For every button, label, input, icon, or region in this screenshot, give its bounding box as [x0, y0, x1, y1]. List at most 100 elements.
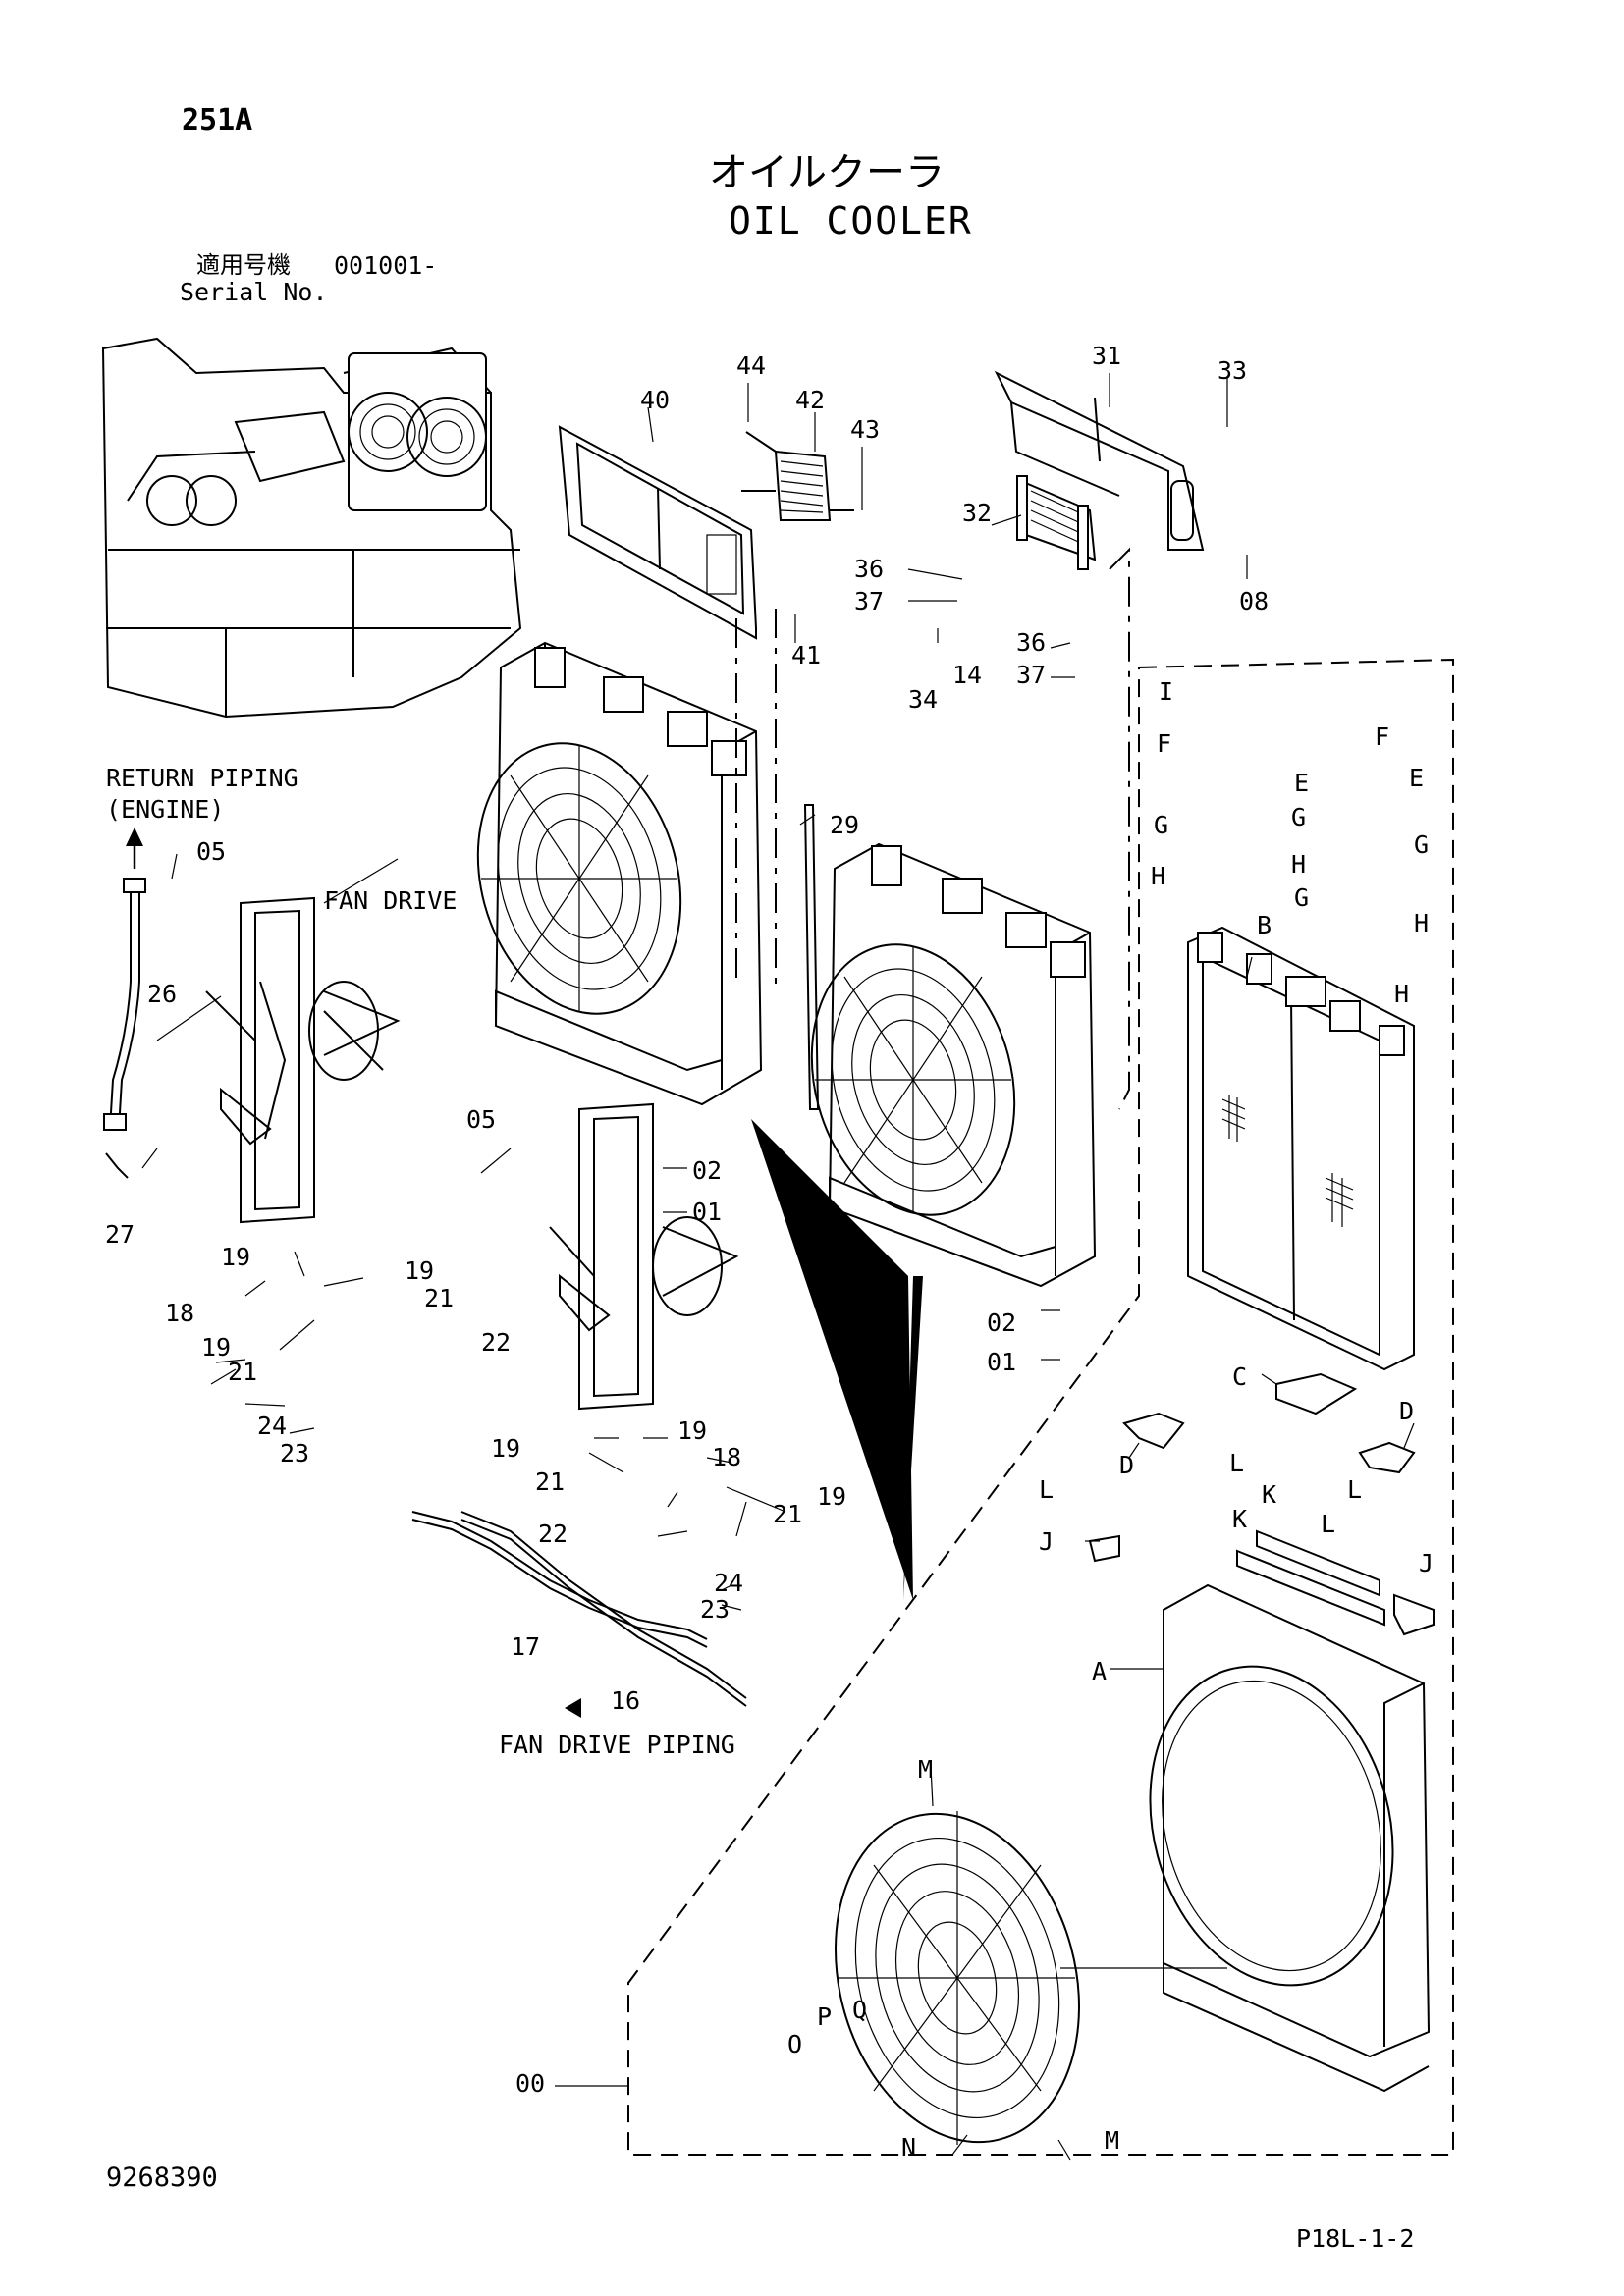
note-engine: (ENGINE): [106, 795, 225, 824]
callout-21c: 21: [535, 1468, 566, 1496]
cooler-core-B: [1187, 926, 1415, 1371]
callout-34: 34: [908, 685, 939, 714]
callout-23b: 23: [700, 1595, 731, 1624]
pointer-wedge-2: [903, 1276, 923, 1600]
callout-14: 14: [952, 661, 983, 689]
note-fan-drive: FAN DRIVE: [324, 886, 458, 915]
callout-A: A: [1092, 1657, 1108, 1685]
callout-18b: 18: [712, 1443, 742, 1471]
callout-H4: H: [1394, 980, 1410, 1008]
callout-19d: 19: [491, 1434, 521, 1463]
callout-K1: K: [1262, 1480, 1277, 1509]
callout-F1: F: [1157, 729, 1172, 758]
callout-33: 33: [1218, 356, 1248, 385]
callout-L4: L: [1321, 1510, 1336, 1538]
page-code: 251A: [182, 103, 253, 137]
piping-16-17: [411, 1511, 747, 1707]
callout-08: 08: [1239, 587, 1270, 615]
callout-05a: 05: [196, 837, 227, 866]
callout-16: 16: [611, 1686, 641, 1715]
title-english: OIL COOLER: [729, 199, 973, 242]
callout-22b: 22: [538, 1520, 568, 1548]
callout-Q: Q: [852, 1996, 868, 2024]
callout-44: 44: [736, 351, 767, 380]
callout-37b: 37: [1016, 661, 1047, 689]
callout-G4: G: [1294, 883, 1310, 912]
callout-43: 43: [850, 415, 881, 444]
callout-B: B: [1257, 911, 1272, 939]
machine-overview-sketch: [101, 337, 522, 719]
callout-M1: M: [918, 1755, 934, 1784]
callout-G2: G: [1291, 803, 1307, 831]
callout-P: P: [817, 2002, 833, 2031]
callout-O: O: [787, 2030, 803, 2058]
callout-31: 31: [1092, 342, 1122, 370]
pointer-wedge-1: [751, 1119, 913, 1600]
seal-29: [803, 804, 820, 1110]
callout-L3: L: [1039, 1475, 1055, 1504]
callout-19a: 19: [221, 1243, 251, 1271]
callout-32: 32: [962, 499, 993, 527]
callout-G1: G: [1154, 811, 1169, 839]
callout-42: 42: [795, 386, 826, 414]
callout-K2: K: [1232, 1505, 1248, 1533]
leader-lines: [141, 373, 1415, 2161]
callout-21b: 21: [228, 1358, 258, 1386]
callout-H1: H: [1151, 862, 1166, 890]
callout-23a: 23: [280, 1439, 310, 1468]
page-reference: P18L-1-2: [1296, 2224, 1415, 2253]
hose-26: [103, 878, 146, 1179]
callout-01b: 01: [987, 1348, 1017, 1376]
assembly-boundary: [627, 658, 1454, 2156]
cooler-core-42: [741, 431, 854, 521]
bracket-C: [1275, 1372, 1358, 1415]
callout-C: C: [1232, 1362, 1248, 1391]
callout-29: 29: [830, 811, 860, 839]
bracket-31: [994, 370, 1205, 551]
serial-label-en: Serial No.: [180, 278, 328, 306]
callout-00: 00: [515, 2069, 546, 2098]
bracket-J: [1393, 1593, 1435, 1636]
title-japanese: オイルクーラ: [709, 150, 945, 195]
callout-02a: 02: [692, 1156, 723, 1185]
callout-40: 40: [640, 386, 671, 414]
callout-19e: 19: [677, 1416, 708, 1445]
callout-27: 27: [105, 1220, 135, 1249]
fan-drive-middle: [549, 1102, 739, 1411]
callout-26: 26: [147, 980, 178, 1008]
callout-05b: 05: [466, 1105, 497, 1134]
callout-J2: J: [1419, 1549, 1435, 1577]
callout-19b: 19: [405, 1256, 435, 1285]
callout-E2: E: [1409, 764, 1425, 792]
callout-19f: 19: [817, 1482, 847, 1511]
note-return-piping: RETURN PIPING: [106, 764, 298, 792]
callout-L1: L: [1229, 1449, 1245, 1477]
callout-36b: 36: [1016, 628, 1047, 657]
callout-22a: 22: [481, 1328, 512, 1357]
bracket-D2: [1358, 1441, 1416, 1474]
callout-I: I: [1159, 677, 1174, 706]
drawing-number: 9268390: [106, 2163, 218, 2193]
note-fan-drive-piping: FAN DRIVE PIPING: [499, 1731, 735, 1759]
callout-37a: 37: [854, 587, 885, 615]
callout-J1: J: [1039, 1527, 1055, 1556]
callout-41: 41: [791, 641, 822, 669]
arrow-right-icon: [565, 1698, 581, 1718]
callout-H2: H: [1291, 850, 1307, 879]
fan-guard-M: [835, 1811, 1080, 2145]
callout-E1: E: [1294, 769, 1310, 797]
callout-17: 17: [511, 1632, 541, 1661]
callout-M2: M: [1105, 2126, 1120, 2155]
callout-D1: D: [1119, 1451, 1135, 1479]
serial-label-jp: 適用号機: [196, 251, 291, 279]
fan-drive-left: [205, 896, 401, 1224]
callout-G3: G: [1414, 830, 1430, 859]
plate-K: [1236, 1549, 1385, 1627]
callout-36a: 36: [854, 555, 885, 583]
callout-24b: 24: [714, 1569, 744, 1597]
cover-40: [558, 425, 757, 640]
serial-value: 001001-: [334, 251, 438, 280]
cooler-assembly-left: [476, 641, 763, 1106]
callout-01a: 01: [692, 1198, 723, 1226]
